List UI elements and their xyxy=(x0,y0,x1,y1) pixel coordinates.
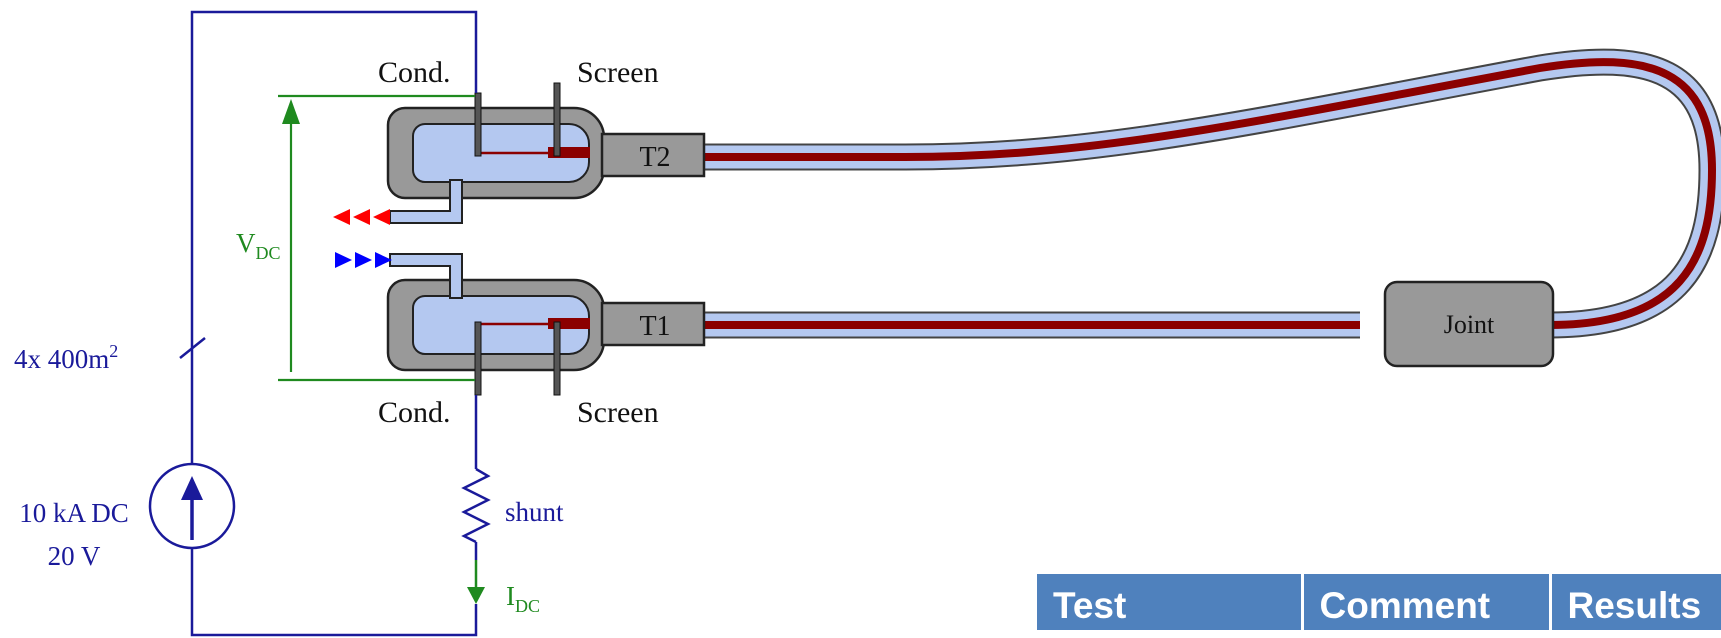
screen-label-bottom: Screen xyxy=(577,396,659,429)
terminal-box-top xyxy=(600,132,706,178)
vdc-label: VDC xyxy=(236,228,281,263)
cable-spec-main: 4x 400m xyxy=(14,344,109,374)
vdc-label-main: V xyxy=(236,228,256,258)
cond-label-bottom: Cond. xyxy=(378,396,451,429)
idc-arrow-icon xyxy=(467,560,485,604)
terminal-box-bottom xyxy=(600,301,706,347)
idc-label-main: I xyxy=(506,581,515,611)
conductor-rod-top xyxy=(474,92,482,157)
column-header-comment: Comment xyxy=(1300,574,1550,630)
circuit-wire-bottom xyxy=(190,545,478,637)
conductor-rod-bottom xyxy=(474,321,482,396)
column-header-results: Results xyxy=(1548,574,1721,630)
coolant-inlet xyxy=(389,253,463,299)
cable-outline xyxy=(700,48,1721,339)
cable-conductor xyxy=(700,58,1717,329)
screen-rod-top xyxy=(553,82,561,157)
dc-circuit xyxy=(179,10,491,637)
cond-label-top: Cond. xyxy=(378,56,451,89)
vdc-arrow-icon xyxy=(282,99,300,124)
shunt-resistor xyxy=(461,467,491,544)
terminal-label-top: T2 xyxy=(639,142,670,173)
current-source-icon xyxy=(148,462,236,550)
flow-out-arrows xyxy=(333,209,390,225)
shunt-label: shunt xyxy=(505,497,564,527)
cable-count-tick xyxy=(179,337,206,359)
idc-label-sub: DC xyxy=(515,596,540,616)
cable-joint: Joint xyxy=(1383,280,1555,368)
results-table-header-row: Test Comment Results xyxy=(1037,574,1721,630)
cable-insulation xyxy=(700,50,1721,337)
circuit-wire-top xyxy=(190,10,478,464)
terminal-label-bottom: T1 xyxy=(639,311,670,342)
cable-spec-sup: 2 xyxy=(109,341,118,361)
vdc-label-sub: DC xyxy=(256,243,281,263)
flow-in-arrows xyxy=(335,252,392,268)
cable-spec-label: 4x 400m2 xyxy=(14,341,118,374)
termination-top: T2 xyxy=(386,82,706,224)
termination-bottom: T1 xyxy=(386,253,706,396)
source-label-line1: 10 kA DC xyxy=(19,498,129,528)
idc-label: IDC xyxy=(506,581,540,616)
column-header-test: Test xyxy=(1037,574,1302,630)
voltage-measurement xyxy=(278,94,475,382)
joint-label: Joint xyxy=(1444,310,1495,339)
results-table: Test Comment Results xyxy=(1037,574,1721,630)
screen-rod-bottom xyxy=(553,321,561,396)
screen-label-top: Screen xyxy=(577,56,659,89)
source-label-line2: 20 V xyxy=(48,541,101,571)
cable-loop xyxy=(700,48,1721,339)
